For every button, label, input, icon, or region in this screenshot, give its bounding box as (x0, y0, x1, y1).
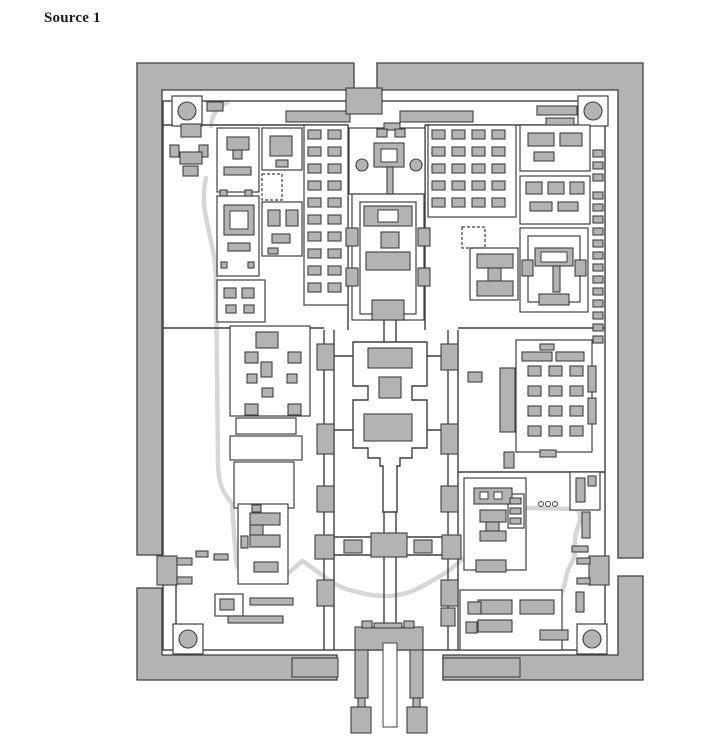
source-label: Source 1 (44, 10, 101, 26)
bridge-markers (538, 501, 558, 507)
dashed-enclosures (261, 173, 486, 249)
hall-insets (229, 148, 568, 728)
buildings (156, 87, 610, 734)
